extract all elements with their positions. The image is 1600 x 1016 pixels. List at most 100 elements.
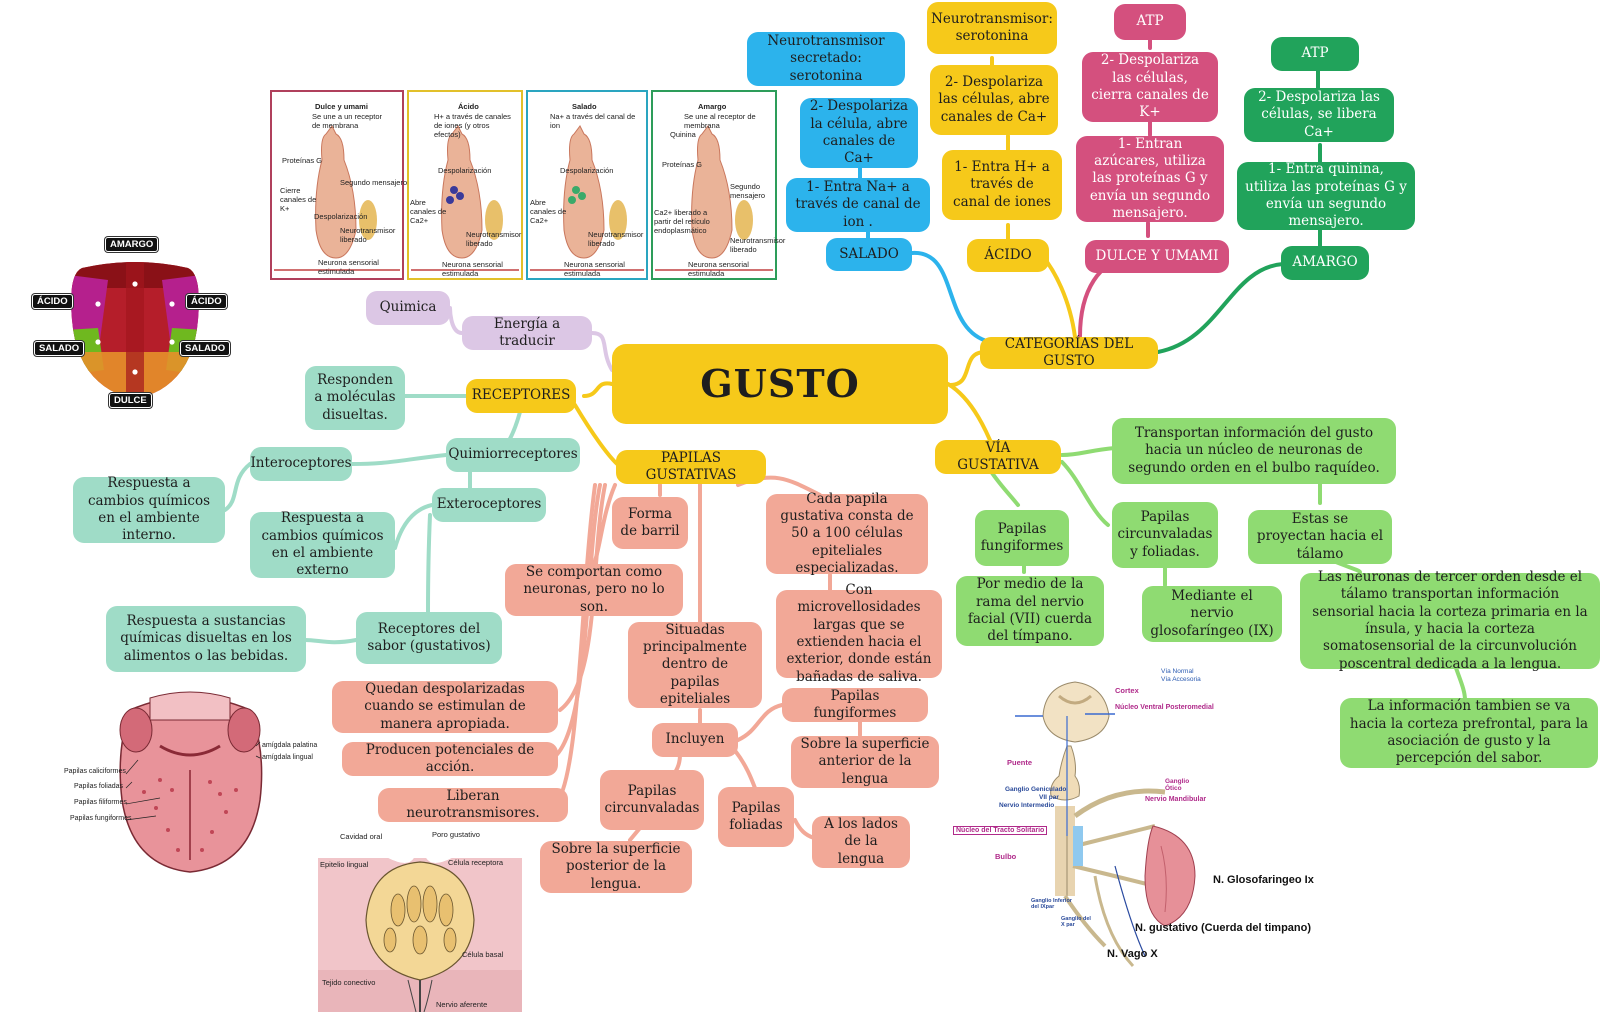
taste-bud-drawing <box>318 840 522 1013</box>
panel1-label2: Cierre canales de K+ <box>280 186 317 213</box>
node-liberan[interactable]: Liberan neurotransmisores. <box>378 788 568 822</box>
taste-receptor-panels: Dulce y umami Se une a un receptor de me… <box>270 90 786 282</box>
panel4-label4: Ca2+ liberado a partir del retículo endo… <box>654 208 710 235</box>
panel1-label5: Neurotransmisor liberado <box>340 226 396 244</box>
node-via-circunvaladas[interactable]: Papilas circunvaladas y foliadas. <box>1112 502 1218 568</box>
label-amargo: AMARGO <box>105 237 159 252</box>
node-salado-step1[interactable]: 1- Entra Na+ a través de canal de ion . <box>786 178 930 232</box>
node-incl-circunvaladas-desc[interactable]: Sobre la superficie posterior de la leng… <box>540 841 692 893</box>
node-dulce-umami[interactable]: DULCE Y UMAMI <box>1085 240 1229 273</box>
node-interoceptores[interactable]: Interoceptores <box>250 447 352 481</box>
node-amargo-step2[interactable]: 2- Despolariza las células, se libera Ca… <box>1244 88 1394 142</box>
node-receptores-sabor[interactable]: Receptores del sabor (gustativos) <box>356 612 502 664</box>
panel3-label4: Neurona sensorial estimulada <box>564 260 625 278</box>
label-celula-basal: Célula basal <box>462 950 504 959</box>
node-interoceptores-desc[interactable]: Respuesta a cambios químicos en el ambie… <box>73 475 225 543</box>
node-salado-step2[interactable]: 2- Despolariza la célula, abre canales d… <box>800 98 918 168</box>
node-amargo[interactable]: AMARGO <box>1281 246 1369 280</box>
node-acido[interactable]: ÁCIDO <box>967 239 1049 272</box>
node-forma-barril[interactable]: Forma de barril <box>612 497 688 549</box>
panel4-label5: Neurotransmisor liberado <box>730 236 786 254</box>
panel3-label1: Despolarización <box>560 166 614 175</box>
node-amargo-step3[interactable]: ATP <box>1271 37 1359 71</box>
node-exteroceptores[interactable]: Exteroceptores <box>432 488 546 522</box>
label-papilas-caliciformes: Papilas caliciformes <box>64 768 126 775</box>
node-incl-foliadas[interactable]: Papilas foliadas <box>718 787 794 847</box>
label-nervio-aferente: Nervio aferente <box>436 1000 488 1009</box>
label-acido-left: ÁCIDO <box>32 294 73 309</box>
node-via-fungiformes[interactable]: Papilas fungiformes <box>975 510 1069 566</box>
node-exteroceptores-desc[interactable]: Respuesta a cambios químicos en el ambie… <box>250 510 395 578</box>
label-amigdala-palatina: amígdala palatina <box>262 742 318 749</box>
panel4-title: Amargo <box>698 102 727 111</box>
node-despolarizadas[interactable]: Quedan despolarizadas cuando se estimula… <box>332 681 558 733</box>
node-energia[interactable]: Energía a traducir <box>462 316 592 350</box>
panel4-label3: Segundo mensajero <box>730 182 766 200</box>
node-via-circunvaladas-desc[interactable]: Mediante el nervio glosofaríngeo (IX) <box>1142 586 1282 642</box>
node-receptores-sabor-desc[interactable]: Respuesta a sustancias químicas disuelta… <box>106 606 306 672</box>
panel4-label2: Proteínas G <box>662 160 703 169</box>
node-quimica[interactable]: Quimica <box>366 291 450 325</box>
central-topic-gusto[interactable]: GUSTO <box>612 344 948 424</box>
node-dulce-step2[interactable]: 2- Despolariza las células, cierra canal… <box>1082 52 1218 122</box>
panel1-title: Dulce y umami <box>315 102 368 111</box>
node-salado-step3[interactable]: Neurotransmisor secretado: serotonina <box>747 32 905 86</box>
panel4-label1: Quinina <box>670 130 696 139</box>
node-tercer-orden[interactable]: Las neuronas de tercer orden desde el tá… <box>1300 569 1600 672</box>
panel2-sub: H+ a través de canales de iones (y otros… <box>434 112 511 139</box>
label-via-accesoria: Vía Accesoria <box>1161 676 1201 683</box>
node-incluyen[interactable]: Incluyen <box>652 723 738 757</box>
label-n-gustativo: N. gustativo (Cuerda del timpano) <box>1135 922 1312 934</box>
node-acido-step1[interactable]: 1- Entra H+ a través de canal de iones <box>942 150 1062 220</box>
node-responden[interactable]: Responden a moléculas disueltas. <box>305 366 405 430</box>
node-incl-fungiformes[interactable]: Papilas fungiformes <box>782 688 928 722</box>
node-cada-papila[interactable]: Cada papila gustativa consta de 50 a 100… <box>766 491 928 576</box>
node-dulce-step1[interactable]: 1- Entran azúcares, utiliza las proteína… <box>1076 136 1224 222</box>
label-papilas-filiformes: Papilas filiformes <box>74 799 127 806</box>
node-microvellosidades[interactable]: Con microvellosidades largas que se exti… <box>776 582 942 685</box>
panel1-label6: Neurona sensorial estimulada <box>318 258 379 276</box>
node-potenciales[interactable]: Producen potenciales de acción. <box>342 742 558 776</box>
panel4-sub: Se une al receptor de membrana <box>684 112 756 130</box>
node-via-gustativa[interactable]: VÍA GUSTATIVA <box>935 440 1061 474</box>
node-incl-circunvaladas[interactable]: Papilas circunvaladas <box>600 770 704 830</box>
node-receptores[interactable]: RECEPTORES <box>466 379 576 413</box>
panel2-title: Ácido <box>458 102 479 111</box>
node-prefrontal[interactable]: La información tambien se va hacia la co… <box>1340 698 1598 768</box>
tongue-map-drawing <box>71 262 199 397</box>
panel2-label4: Neurona sensorial estimulada <box>442 260 503 278</box>
node-acido-step2[interactable]: 2- Despolariza las células, abre canales… <box>930 65 1058 135</box>
node-incl-foliadas-desc[interactable]: A los lados de la lengua <box>812 816 910 868</box>
label-acido-right: ÁCIDO <box>186 294 227 309</box>
node-incl-fungiformes-desc[interactable]: Sobre la superficie anterior de la lengu… <box>791 736 939 788</box>
label-epitelio-lingual: Epitelio lingual <box>320 860 369 869</box>
node-transportan[interactable]: Transportan información del gusto hacia … <box>1112 418 1396 484</box>
node-se-comportan[interactable]: Se comportan como neuronas, pero no lo s… <box>505 564 683 616</box>
panel1-sub: Se une a un receptor de membrana <box>312 112 383 130</box>
label-ganglio-inferior: Ganglio Inferior del IXpar <box>1031 898 1072 910</box>
label-nervio-mandibular: Nervio Mandibular <box>1145 796 1207 803</box>
label-cavidad-oral: Cavidad oral <box>340 832 383 841</box>
label-tejido-conectivo: Tejido conectivo <box>322 978 376 987</box>
node-salado[interactable]: SALADO <box>826 238 912 271</box>
node-via-fungiformes-desc[interactable]: Por medio de la rama del nervio facial (… <box>956 576 1104 646</box>
node-categorias[interactable]: CATEGORÍAS DEL GUSTO <box>980 336 1158 369</box>
panel1-label4: Despolarización <box>314 212 368 221</box>
node-quimiorreceptores[interactable]: Quimiorreceptores <box>446 438 580 472</box>
node-proyectan[interactable]: Estas se proyectan hacia el tálamo <box>1248 510 1392 564</box>
label-celula-receptora: Célula receptora <box>448 858 504 867</box>
node-situadas[interactable]: Situadas principalmente dentro de papila… <box>628 622 762 708</box>
label-ganglio-otico: Ganglio Ótico <box>1165 778 1190 792</box>
gustatory-pathway-figure: Vía Normal Vía Accesoria Cortex Núcleo V… <box>953 668 1335 1006</box>
panel3-sub: Na+ a través del canal de ion <box>550 112 636 130</box>
label-n-vago: N. Vago X <box>1107 948 1158 960</box>
node-papilas-gustativas[interactable]: PAPILAS GUSTATIVAS <box>616 450 766 484</box>
label-ganglio-x: Ganglio del X par <box>1061 916 1091 928</box>
label-papilas-foliadas: Papilas foliadas <box>74 783 124 790</box>
node-amargo-step1[interactable]: 1- Entra quinina, utiliza las proteínas … <box>1237 161 1415 230</box>
label-papilas-fungiformes: Papilas fungiformes <box>70 815 132 822</box>
node-dulce-step3[interactable]: ATP <box>1114 4 1186 40</box>
label-via-normal: Vía Normal <box>1161 668 1194 675</box>
panel1-label1: Proteínas G <box>282 156 323 165</box>
node-acido-step3[interactable]: Neurotransmisor: serotonina <box>927 2 1057 54</box>
